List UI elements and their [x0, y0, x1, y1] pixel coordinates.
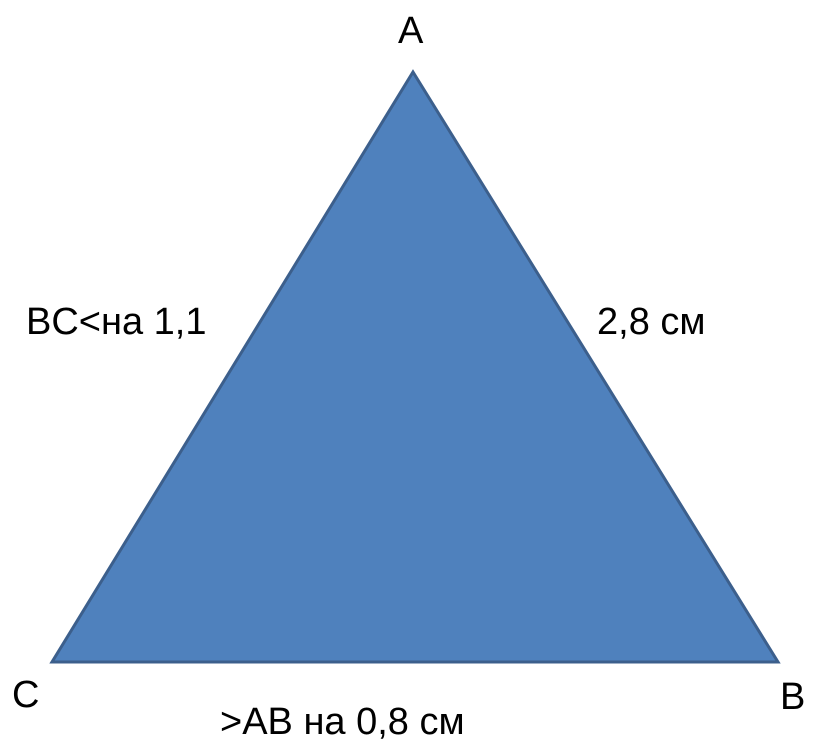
triangle-abc [49, 69, 781, 664]
side-label-ac: BC<на 1,1 [26, 301, 207, 343]
side-label-ab: 2,8 см [597, 301, 706, 343]
vertex-label-c: C [12, 674, 40, 716]
vertex-label-a: A [398, 10, 424, 52]
side-label-bc: >AB на 0,8 см [220, 701, 465, 743]
vertex-label-b: B [780, 676, 806, 718]
